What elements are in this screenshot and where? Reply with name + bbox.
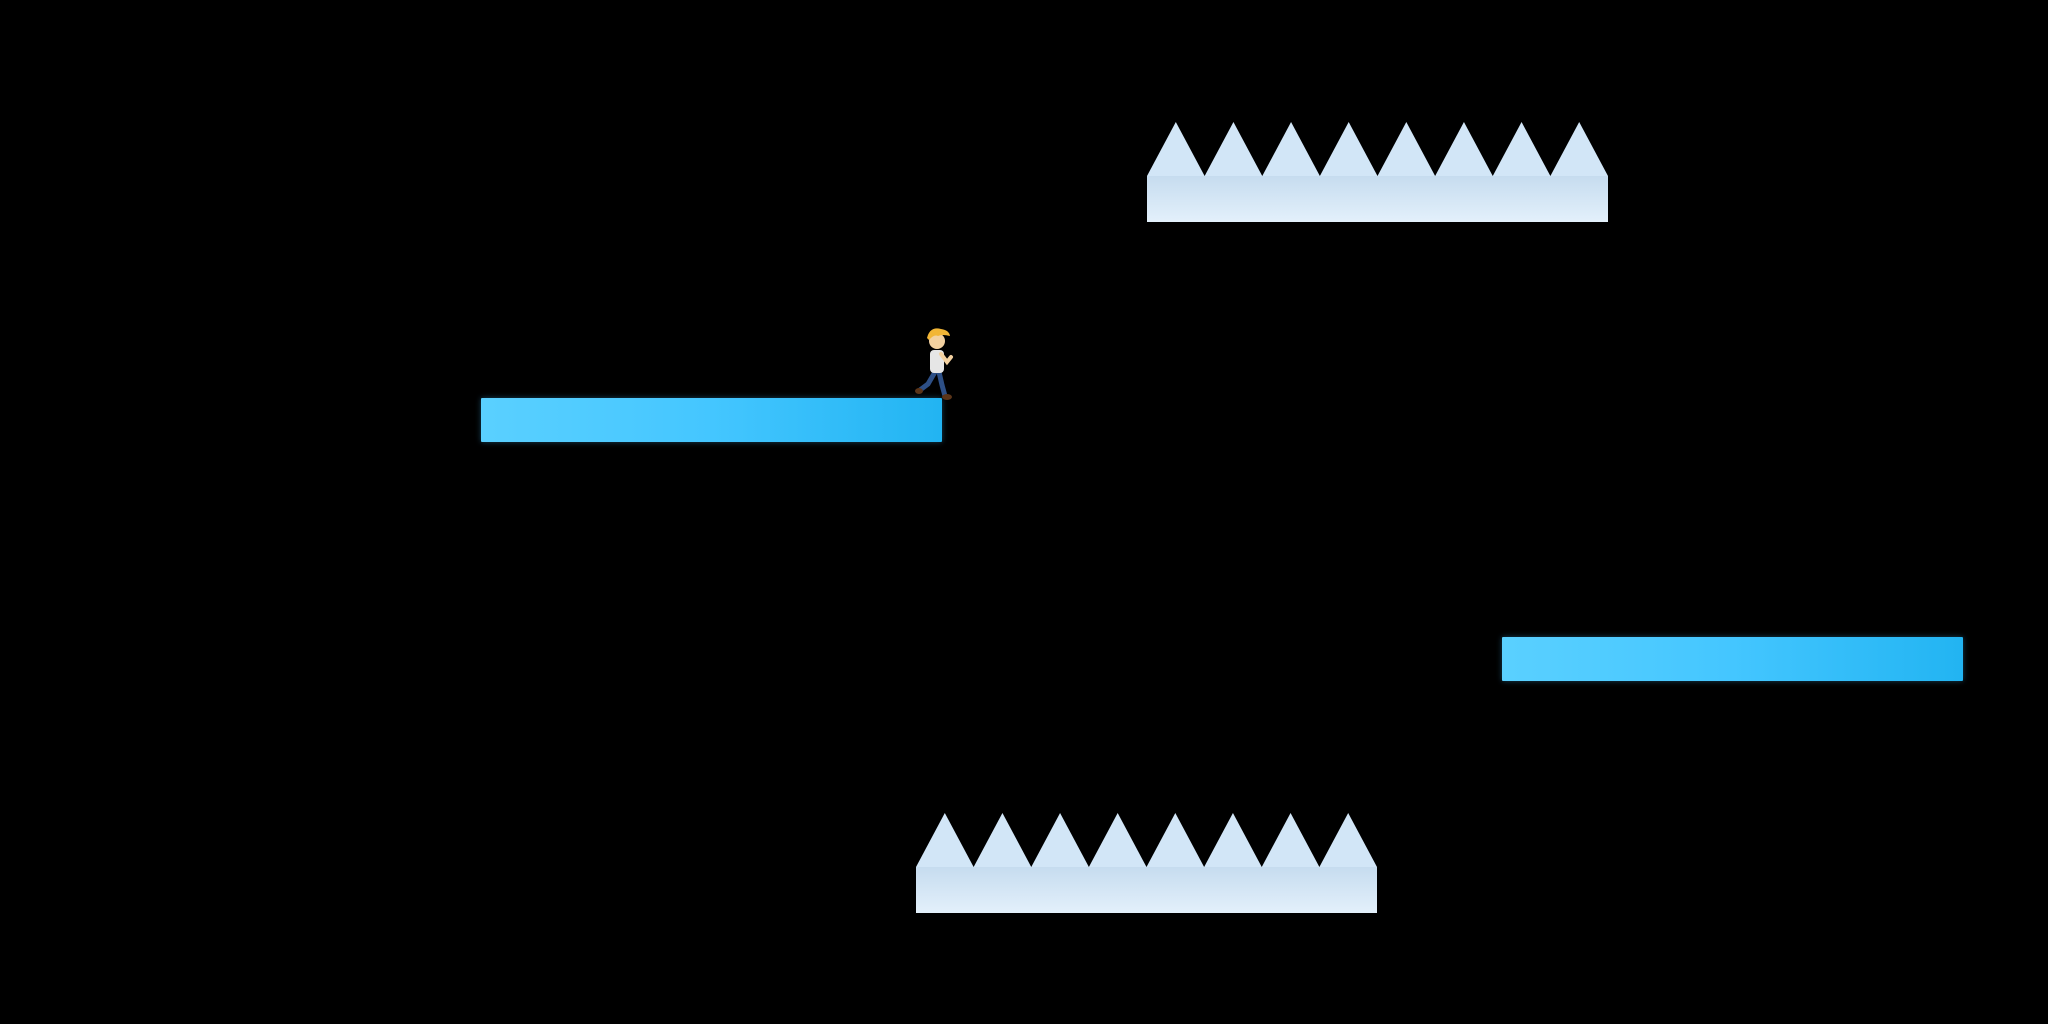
spike-tooth: [916, 813, 974, 867]
spike-tooth: [1088, 813, 1147, 867]
spike-tooth: [1435, 122, 1493, 176]
spike-tooth: [1550, 122, 1608, 176]
spike-tooth: [1204, 813, 1262, 867]
spike-base: [1147, 176, 1608, 222]
spike-tooth: [1146, 813, 1205, 867]
spike-tooth: [1319, 813, 1377, 867]
spike-base: [916, 867, 1377, 913]
player-character: [912, 324, 962, 400]
spike-tooth: [1492, 122, 1551, 176]
spike-row-icon: [1147, 122, 1608, 222]
right-ice-platform: [1502, 637, 1963, 681]
spike-tooth: [1261, 813, 1320, 867]
spike-tooth: [973, 813, 1032, 867]
spike-tooth: [1377, 122, 1436, 176]
spike-tooth: [1262, 122, 1320, 176]
spike-tooth: [1204, 122, 1263, 176]
spike-tooth: [1031, 813, 1089, 867]
bottom-spike-hazard: [916, 813, 1377, 913]
spike-tooth: [1147, 122, 1205, 176]
spike-row-icon: [916, 813, 1377, 913]
spike-tooth: [1319, 122, 1378, 176]
running-character-icon: [915, 328, 953, 400]
top-spike-hazard: [1147, 122, 1608, 222]
left-ice-platform: [481, 398, 942, 442]
